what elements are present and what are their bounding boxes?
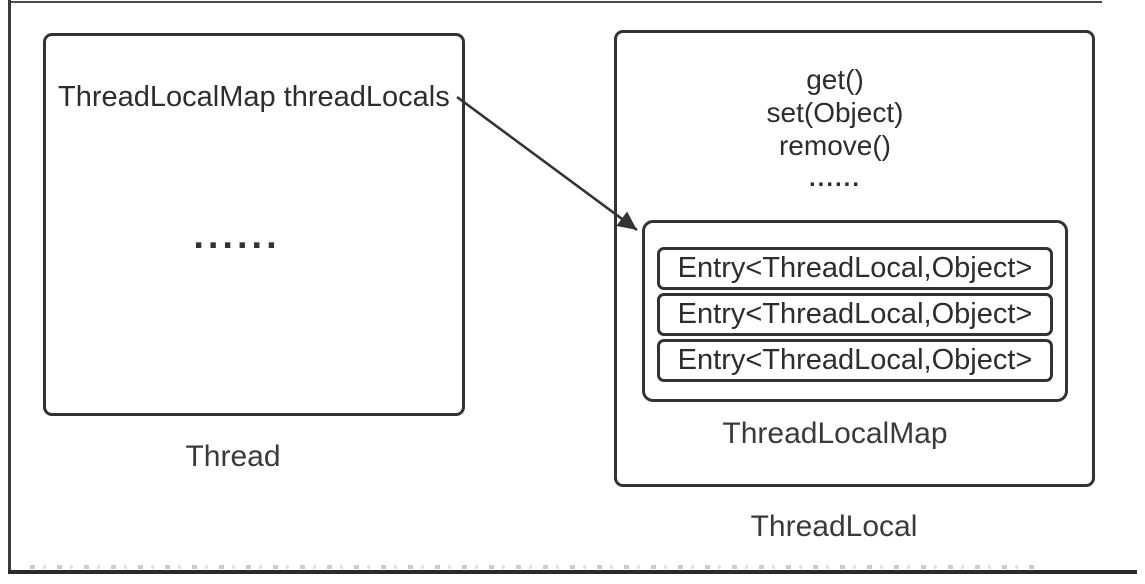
thread-box-label: Thread <box>185 440 281 473</box>
threadlocalmap-box: Entry<ThreadLocal,Object> Entry<ThreadLo… <box>642 220 1068 402</box>
entry-row: Entry<ThreadLocal,Object> <box>657 339 1053 382</box>
threadlocal-methods: get() set(Object) remove() ...... <box>617 63 1053 195</box>
entry-row: Entry<ThreadLocal,Object> <box>657 247 1053 290</box>
method-get: get() <box>806 64 864 95</box>
threadlocal-box: get() set(Object) remove() ...... Entry<… <box>614 30 1095 487</box>
frame-border-top <box>8 1 1102 3</box>
thread-ellipsis: ...... <box>193 215 281 257</box>
bottom-edge-artifact <box>30 565 1040 569</box>
thread-field-text: ThreadLocalMap threadLocals <box>58 81 450 113</box>
threadlocal-box-label: ThreadLocal <box>750 510 918 543</box>
method-remove: remove() <box>778 130 891 161</box>
methods-ellipsis: ...... <box>808 165 861 192</box>
method-set: set(Object) <box>766 97 904 128</box>
entry-row: Entry<ThreadLocal,Object> <box>657 293 1053 336</box>
thread-box: ThreadLocalMap threadLocals ...... <box>43 33 465 416</box>
frame-border-bottom <box>8 570 1137 574</box>
threadlocalmap-label: ThreadLocalMap <box>722 417 948 450</box>
frame-border-left <box>8 0 11 573</box>
